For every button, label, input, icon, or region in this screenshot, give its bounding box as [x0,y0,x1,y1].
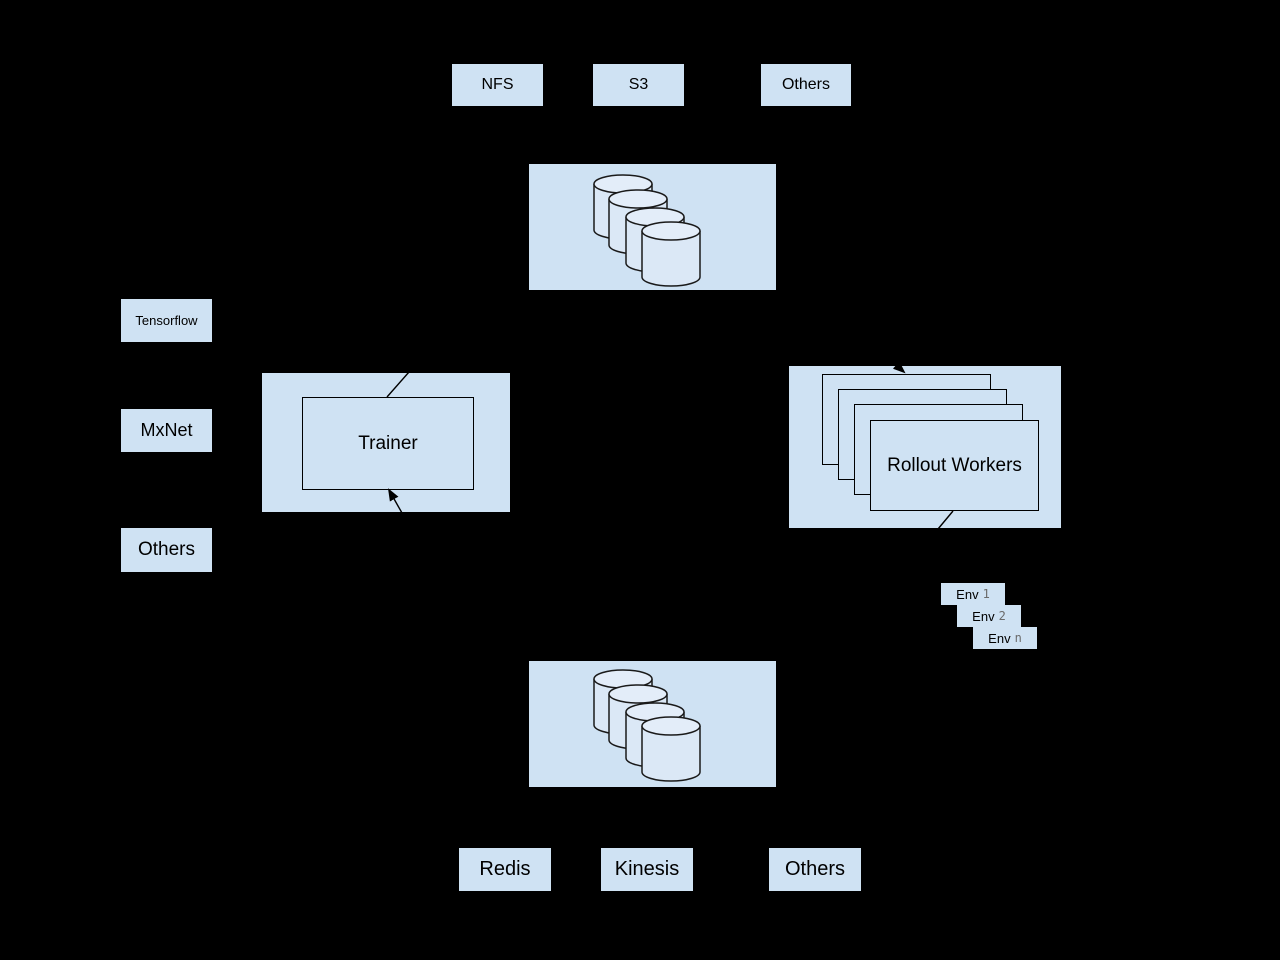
nfs-label: NFS [481,76,514,93]
redis-node: Redis [459,848,551,891]
rollout-workers-container: Rollout Workers [789,366,1061,528]
env-1-node: Env 1 [941,583,1005,605]
env-n-node: Env n [973,627,1037,649]
others-backends-node: Others [769,848,861,891]
tensorflow-node: Tensorflow [121,299,212,342]
kinesis-label: Kinesis [614,858,680,880]
nfs-node: NFS [452,64,543,106]
others-frameworks-label: Others [137,539,196,560]
s3-node: S3 [593,64,684,106]
env-n-label: Env [988,630,1011,646]
env-2-node: Env 2 [957,605,1021,627]
database-cylinders-icon [593,669,701,782]
others-top-label: Others [781,76,830,93]
env-2-index: 2 [998,609,1006,623]
rollout-workers-node: Rollout Workers [870,420,1039,511]
database-cylinders-icon [593,174,701,287]
others-top-node: Others [761,64,851,106]
env-1-label: Env [956,586,979,602]
tensorflow-label: Tensorflow [135,313,198,328]
others-frameworks-node: Others [121,528,212,572]
model-storage-node [529,164,776,290]
s3-label: S3 [628,76,649,93]
trainer-label: Trainer [358,432,418,454]
others-backends-label: Others [784,858,846,880]
env-1-index: 1 [982,587,990,601]
experience-storage-node [529,661,776,787]
env-2-label: Env [972,608,995,624]
trainer-node: Trainer [302,397,474,490]
trainer-container: Trainer [262,373,510,512]
env-n-index: n [1014,631,1022,645]
kinesis-node: Kinesis [601,848,693,891]
mxnet-node: MxNet [121,409,212,452]
rollout-workers-label: Rollout Workers [887,454,1022,476]
mxnet-label: MxNet [140,420,193,440]
redis-label: Redis [479,858,531,880]
